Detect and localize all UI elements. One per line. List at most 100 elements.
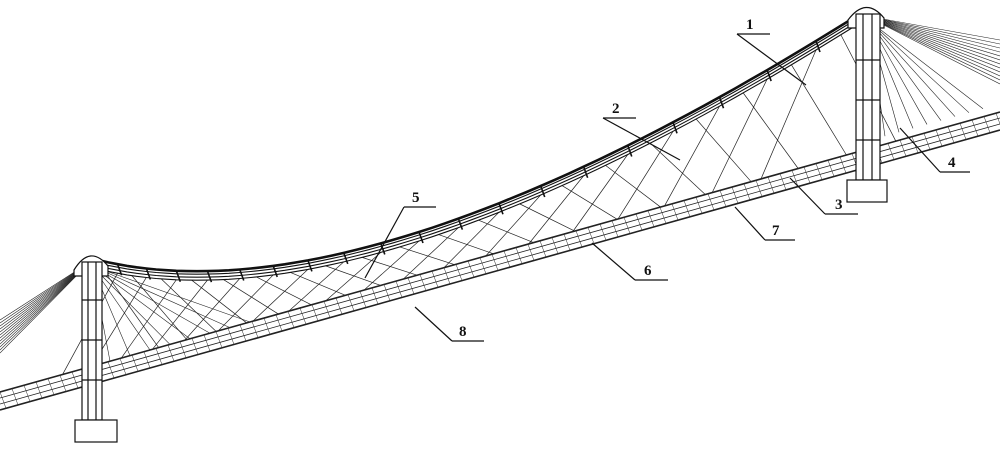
deck-truss-member — [179, 341, 187, 359]
cable-crossbeam — [418, 231, 424, 244]
cable-crossbeam — [672, 122, 678, 134]
callout-2: 2 — [602, 101, 681, 161]
hanger-cable — [664, 106, 720, 207]
hanger-cable — [290, 272, 346, 296]
deck-truss-member — [587, 227, 595, 244]
hanger-cable — [325, 252, 382, 302]
deck-truss-member — [203, 334, 211, 352]
left-stay-cable — [91, 265, 231, 328]
deck-truss-member — [803, 166, 811, 184]
cable-crossbeam — [380, 243, 386, 255]
deck-truss-member — [227, 328, 235, 345]
bridge-deck — [0, 111, 1000, 411]
hanger-cable — [121, 279, 177, 359]
right-anchor-cable — [865, 15, 1000, 57]
callout-3: 3 — [789, 177, 858, 215]
deck-truss-member — [959, 123, 967, 140]
deck-truss-member — [395, 281, 403, 298]
deck-truss-member — [0, 391, 7, 409]
deck-truss-member — [407, 277, 415, 295]
cable-crossbeam — [145, 268, 152, 280]
deck-truss-member — [599, 223, 607, 241]
deck-truss-member — [443, 267, 451, 285]
main-cable — [89, 8, 867, 281]
deck-truss-member — [23, 385, 31, 402]
right-tower — [846, 6, 888, 203]
callout-4: 4 — [899, 127, 970, 173]
right-anchor-cable — [865, 15, 1000, 85]
left-anchor-cable — [0, 261, 91, 354]
deck-truss-member — [899, 139, 907, 157]
callout-4-label: 4 — [948, 155, 956, 171]
deck-truss-member — [839, 156, 847, 174]
deck-truss-member — [659, 207, 667, 224]
hanger-cable — [528, 175, 584, 245]
right-pier-base — [846, 179, 888, 203]
stay-cables-fan — [0, 15, 1000, 362]
deck-truss-member — [371, 287, 379, 305]
callout-7-leader — [734, 206, 766, 241]
cable-crossbeam — [815, 40, 821, 53]
hanger-cable — [561, 185, 618, 220]
hanger-cable — [760, 49, 817, 180]
hanger-cable — [362, 257, 418, 276]
deck-truss-member — [695, 197, 703, 214]
deck-truss-member — [359, 291, 367, 308]
deck-truss-member — [491, 254, 499, 271]
cable-crossbeam — [116, 263, 123, 276]
callout-8-label: 8 — [459, 324, 467, 340]
hanger-cable — [478, 219, 534, 243]
right-stay-cable — [867, 19, 984, 109]
main-cable-strand — [89, 15, 867, 278]
deck-truss-member — [167, 344, 175, 362]
callout-5: 5 — [364, 190, 436, 279]
callout-1: 1 — [736, 17, 807, 86]
deck-truss-member — [731, 186, 739, 204]
hanger-cable — [399, 246, 455, 266]
right-anchor-cable — [865, 15, 1000, 81]
main-cable-strand — [89, 12, 867, 275]
deck-truss-member — [155, 348, 163, 365]
deck-truss-member — [563, 233, 571, 251]
deck-truss-member — [539, 240, 547, 258]
deck-truss-member — [983, 116, 991, 133]
deck-truss-member — [455, 264, 463, 281]
hanger-cable — [223, 279, 279, 315]
hanger-cable — [152, 279, 208, 350]
hanger-cable — [363, 240, 420, 291]
deck-truss-member — [683, 200, 691, 217]
hanger-cable — [325, 265, 381, 286]
hanger-cable — [711, 78, 768, 193]
cable-crossbeam — [498, 203, 504, 215]
cable-crossbeams — [116, 40, 821, 283]
deck-truss-member — [419, 274, 427, 291]
hanger-cable — [605, 165, 661, 208]
deck-truss-member — [119, 358, 127, 375]
cable-crossbeam — [175, 270, 182, 283]
hanger-cable — [252, 269, 309, 322]
deck-truss-member — [503, 250, 511, 268]
hanger-cable — [403, 227, 459, 280]
hanger-cable — [695, 118, 752, 182]
hanger-cable — [256, 276, 312, 306]
deck-chord — [0, 111, 1000, 393]
deck-truss-member — [35, 381, 43, 399]
right-stay-cable — [867, 19, 956, 117]
deck-truss-member — [923, 133, 931, 150]
deck-truss-member — [107, 361, 115, 379]
deck-truss-member — [335, 297, 343, 315]
deck-truss-member — [383, 284, 391, 301]
cable-crossbeam — [626, 145, 633, 157]
deck-truss-member — [767, 176, 775, 194]
right-stay-cable — [867, 19, 970, 113]
deck-truss-member — [791, 170, 799, 187]
deck-truss-member — [131, 354, 139, 372]
deck-truss-member — [251, 321, 259, 338]
deck-chord — [0, 123, 1000, 405]
cable-crossbeam — [539, 185, 546, 198]
deck-truss-member — [779, 173, 787, 191]
left-stay-cable — [91, 265, 171, 345]
cable-crossbeam — [272, 265, 278, 278]
deck-truss-member — [815, 163, 823, 180]
